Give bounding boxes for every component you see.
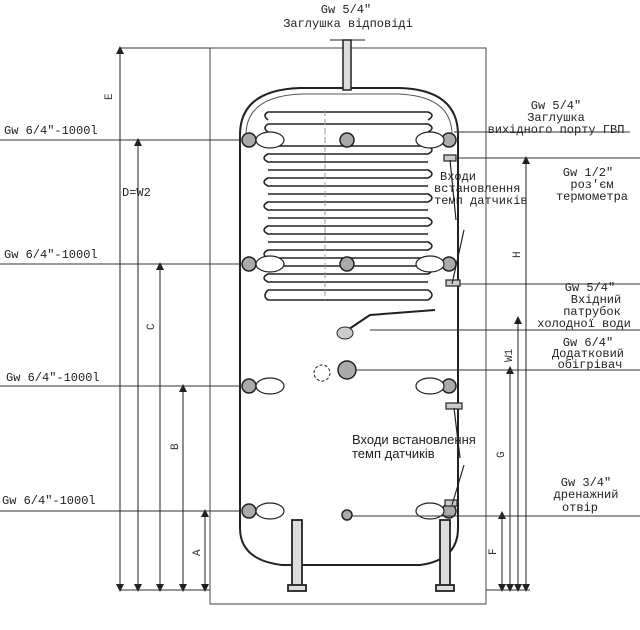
callout-heater-3: обігрівач	[558, 358, 623, 372]
callout-sensors-mid-2: темп датчиків	[352, 446, 435, 461]
callout-cold-3: патрубок	[563, 305, 621, 319]
left-port-label-3: Gw 6/4"-1000l	[6, 371, 100, 385]
callout-thermo-1: Gw 1/2"	[563, 166, 613, 180]
callout-cold-2: Вхідний	[571, 293, 621, 307]
callout-gvp-1: Gw 5/4"	[531, 99, 581, 113]
top-label-line2: Заглушка відповіді	[283, 17, 413, 31]
callout-thermo-2: роз'єм	[570, 178, 613, 192]
callout-thermo-3: термометра	[556, 190, 628, 204]
callout-gvp-2: Заглушка	[527, 111, 585, 125]
sensor-sleeves	[443, 154, 465, 507]
callout-cold-1: Gw 5/4"	[565, 281, 615, 295]
callout-drain-3: отвір	[562, 501, 598, 515]
callout-gvp-3: вихідного порту ГВП	[488, 123, 625, 137]
callout-sensors-mid-1: Входи встановлення	[352, 432, 476, 447]
left-port-label-4: Gw 6/4"-1000l	[2, 494, 96, 508]
port-fittings	[241, 132, 457, 521]
callout-sensors-top-1: Входи	[440, 170, 476, 184]
callout-heater-1: Gw 6/4"	[563, 336, 613, 350]
dim-label-a: A	[192, 549, 204, 556]
dim-label-c: C	[146, 323, 158, 330]
dim-label-f: F	[488, 548, 500, 555]
thermometer-gauge	[313, 364, 331, 382]
dim-label-b: B	[170, 443, 182, 450]
callout-cold-4: холодної води	[537, 317, 631, 331]
callout-heater-2: Додатковий	[552, 347, 624, 361]
dim-label-w1: W1	[504, 348, 516, 362]
dim-label-dw2: D=W2	[122, 186, 151, 200]
callout-sensors-top-2: встановлення	[434, 182, 520, 196]
top-pipe	[342, 39, 352, 91]
tank-inner-line	[245, 93, 453, 136]
top-label-line1: Gw 5/4"	[321, 3, 371, 17]
tank-feet	[287, 519, 455, 592]
dim-label-h: H	[512, 251, 524, 258]
dim-label-g: G	[496, 451, 508, 458]
tank-body	[239, 87, 459, 566]
left-port-label-2: Gw 6/4"-1000l	[4, 248, 98, 262]
dim-label-e: E	[104, 93, 116, 100]
callout-sensors-top-3: темп датчиків	[434, 194, 528, 208]
callout-drain-1: Gw 3/4"	[561, 476, 611, 490]
left-port-label-1: Gw 6/4"-1000l	[4, 124, 98, 138]
cold-inlet-pipe	[342, 309, 436, 334]
callout-drain-2: дренажний	[554, 488, 619, 502]
